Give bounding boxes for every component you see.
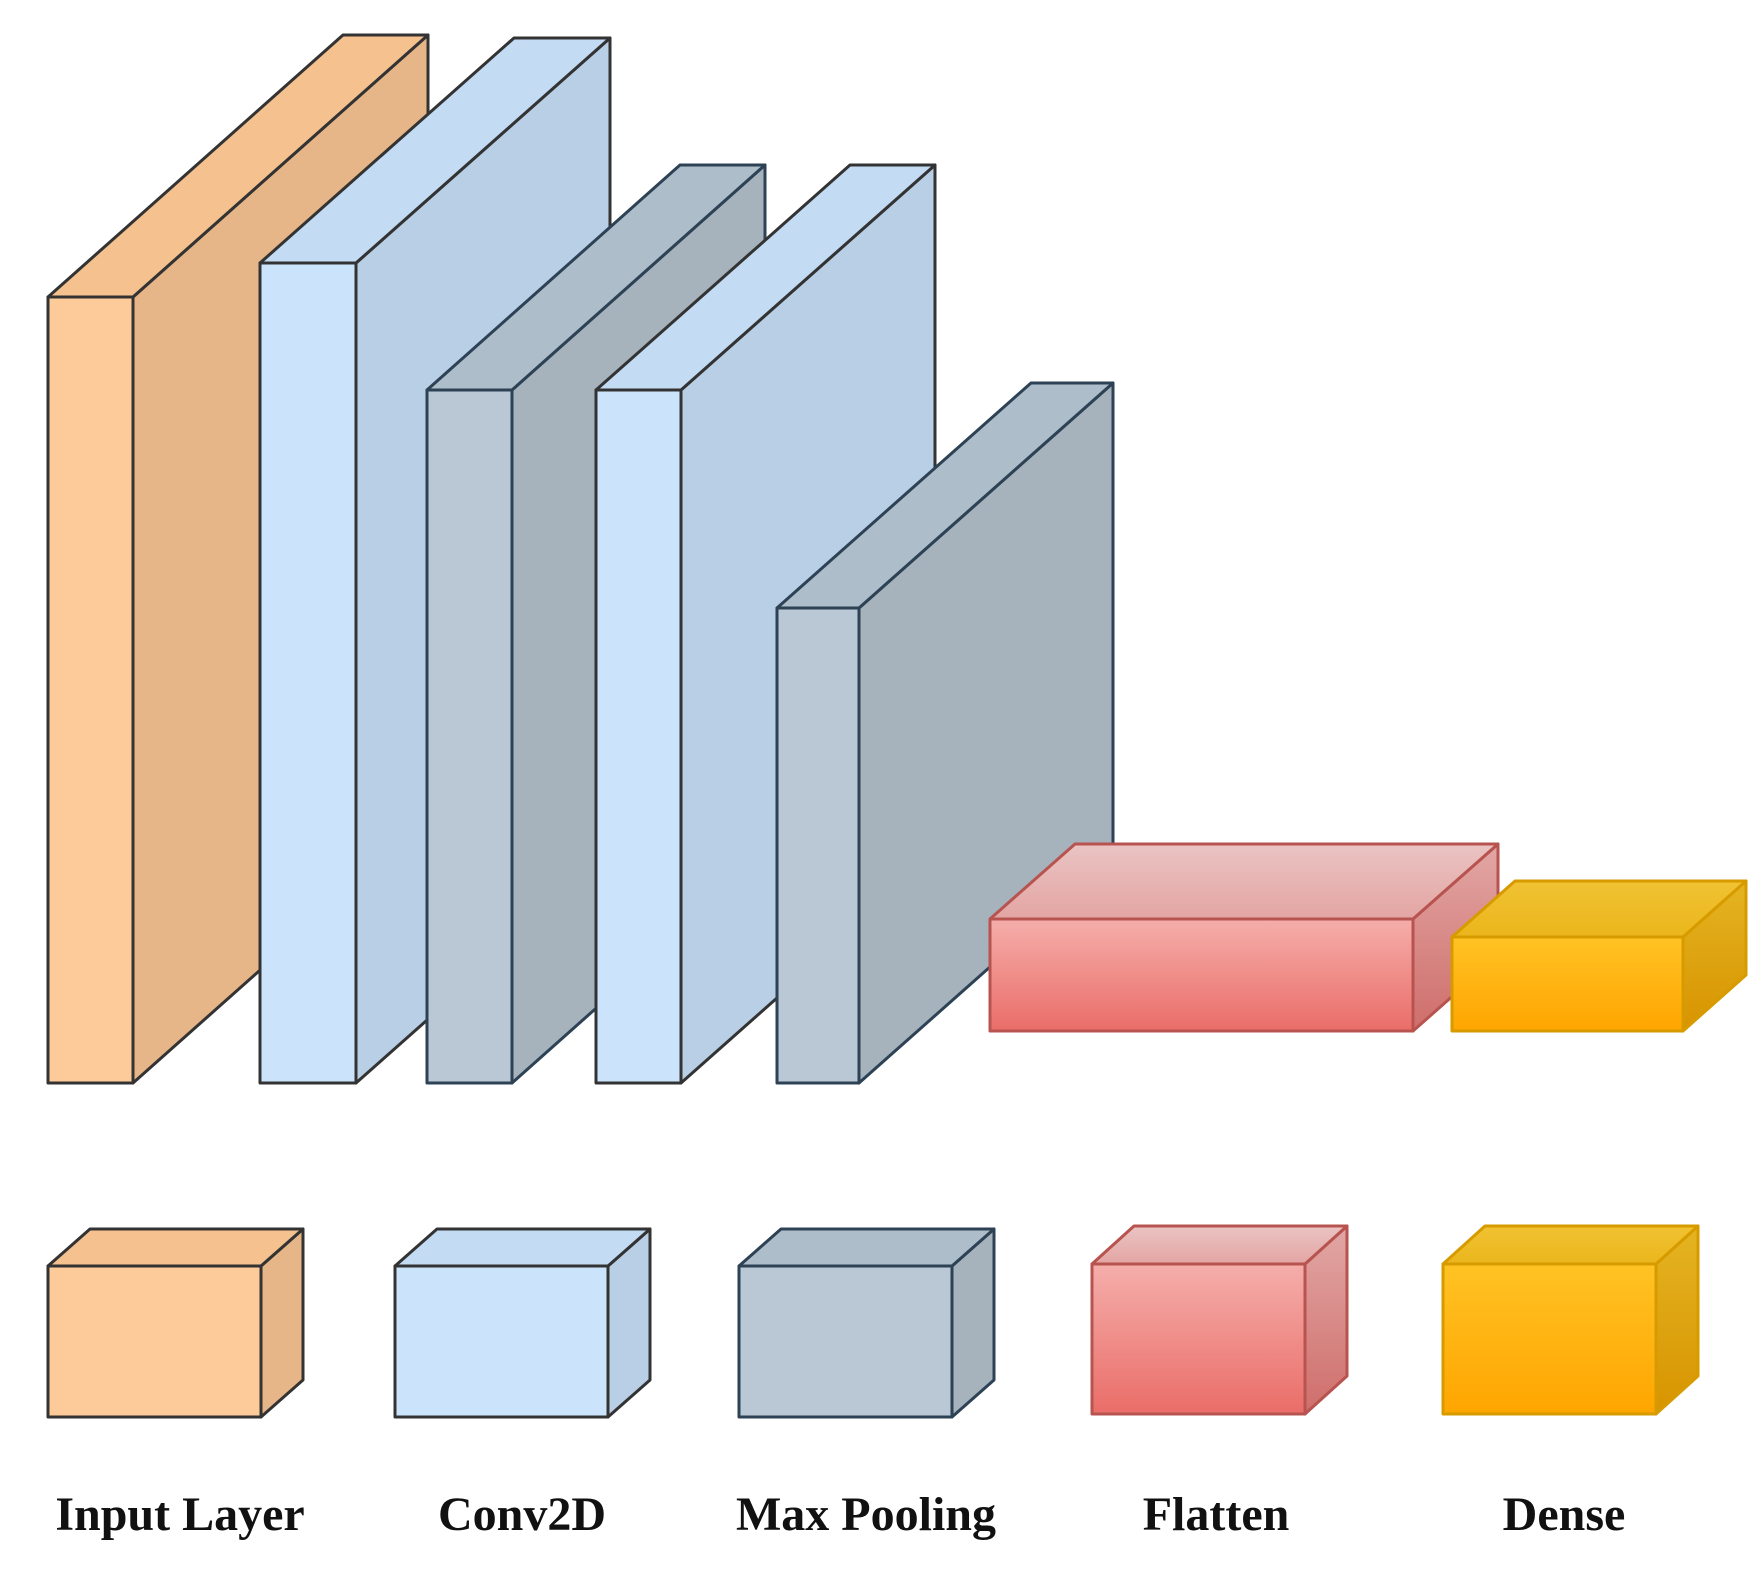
legend-label-max-pooling: Max Pooling (736, 1488, 996, 1541)
network-layer-3-maxpool-front-face (425, 388, 514, 1085)
network-layer-2-conv2d-front-face (258, 261, 358, 1085)
legend-swatch-conv2d (393, 1227, 652, 1419)
network-layer-7-dense (1450, 879, 1748, 1033)
legend-swatch-input (46, 1227, 305, 1419)
network-layer-7-dense-front-face (1450, 935, 1685, 1033)
legend-swatch-maxpool-top-face (737, 1227, 996, 1268)
legend-swatch-input-front-face (46, 1264, 263, 1419)
legend-swatch-flatten (1090, 1224, 1349, 1416)
network-layer-1-input-front-face (46, 295, 135, 1085)
network-layer-6-flatten-top-face (988, 842, 1500, 921)
legend-swatch-maxpool (737, 1227, 996, 1419)
legend-label-input-layer: Input Layer (55, 1488, 304, 1541)
legend-labels: Input Layer Conv2D Max Pooling Flatten D… (55, 1488, 1625, 1541)
legend-swatch-dense-front-face (1441, 1262, 1658, 1416)
legend-swatch-dense-top-face (1441, 1224, 1700, 1266)
legend-swatch-dense (1441, 1224, 1700, 1416)
legend-swatch-flatten-front-face (1090, 1262, 1307, 1416)
legend-label-conv2d: Conv2D (438, 1488, 606, 1541)
legend-label-dense: Dense (1503, 1488, 1626, 1541)
network-layers (46, 33, 1748, 1085)
legend-swatch-conv2d-top-face (393, 1227, 652, 1268)
legend-swatch-flatten-top-face (1090, 1224, 1349, 1266)
legend (46, 1224, 1700, 1419)
legend-swatch-conv2d-front-face (393, 1264, 610, 1419)
legend-swatch-maxpool-front-face (737, 1264, 954, 1419)
legend-swatch-input-top-face (46, 1227, 305, 1268)
network-layer-5-maxpool-front-face (775, 606, 861, 1085)
network-layer-4-conv2d-front-face (594, 388, 683, 1085)
network-layer-6-flatten (988, 842, 1500, 1033)
legend-label-flatten: Flatten (1143, 1488, 1290, 1541)
network-layer-6-flatten-front-face (988, 917, 1415, 1033)
